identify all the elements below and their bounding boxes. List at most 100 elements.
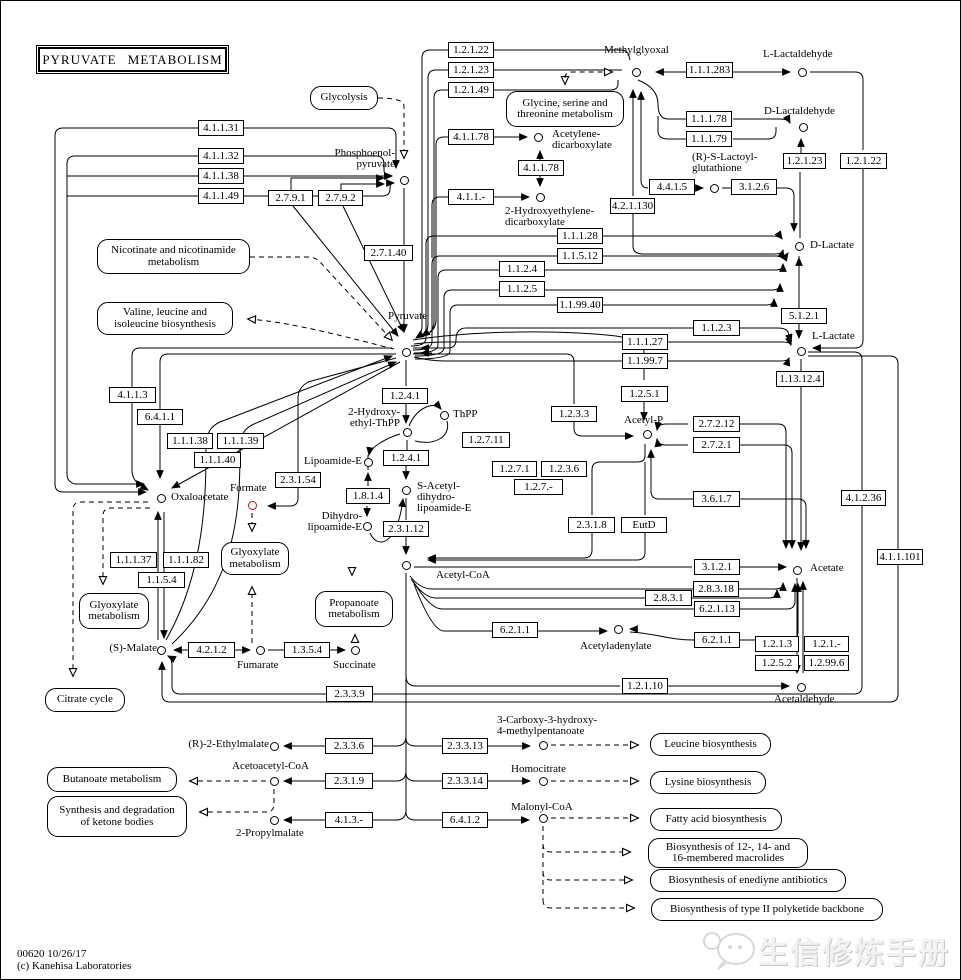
enzyme-box-1.1.1.28[interactable]: 1.1.1.28 <box>557 228 603 244</box>
enzyme-box-1.2.7.1[interactable]: 1.2.7.1 <box>492 461 537 477</box>
compound-node-acetyl-coa[interactable] <box>401 560 411 570</box>
compound-node-s-acetyldihydrolipoamide-e[interactable] <box>401 485 411 495</box>
enzyme-box-2.3.1.8[interactable]: 2.3.1.8 <box>568 517 615 533</box>
compound-node-acetylene-dicarboxylate[interactable] <box>533 132 543 142</box>
enzyme-box-3.1.2.6[interactable]: 3.1.2.6 <box>731 179 777 195</box>
compound-node-phosphoenolpyruvate[interactable] <box>399 175 409 185</box>
enzyme-box-4.1.3.-[interactable]: 4.1.3.- <box>325 812 373 828</box>
enzyme-box-3.6.1.7[interactable]: 3.6.1.7 <box>693 491 740 507</box>
compound-node-r-s-lactoylglutathione[interactable] <box>709 183 719 193</box>
compound-node-pyruvate[interactable] <box>401 347 411 357</box>
compound-node-2-propylmalate[interactable] <box>269 815 279 825</box>
enzyme-box-4.1.1.32[interactable]: 4.1.1.32 <box>198 148 244 164</box>
enzyme-box-4.2.1.130[interactable]: 4.2.1.130 <box>610 198 655 214</box>
enzyme-box-2.8.3.18[interactable]: 2.8.3.18 <box>693 581 739 597</box>
pathway-link-biosynthesis-of-12-14-and[interactable]: Biosynthesis of 12-, 14- and 16-membered… <box>648 838 808 868</box>
enzyme-box-1.2.4.1[interactable]: 1.2.4.1 <box>382 388 428 404</box>
pathway-link-glycolysis[interactable]: Glycolysis <box>310 86 378 110</box>
enzyme-box-2.3.3.13[interactable]: 2.3.3.13 <box>442 738 488 754</box>
compound-node-acetyladenylate[interactable] <box>613 624 623 634</box>
enzyme-box-1.1.1.27[interactable]: 1.1.1.27 <box>622 334 668 350</box>
enzyme-box-4.1.1.3[interactable]: 4.1.1.3 <box>109 387 156 403</box>
enzyme-box-1.1.5.4[interactable]: 1.1.5.4 <box>138 572 185 588</box>
compound-node-l-lactate[interactable] <box>796 346 806 356</box>
enzyme-box-1.2.1.23[interactable]: 1.2.1.23 <box>783 153 826 169</box>
enzyme-box-6.2.1.1[interactable]: 6.2.1.1 <box>492 622 538 638</box>
compound-node-r-2-ethylmalate[interactable] <box>269 741 279 751</box>
compound-node-acetyl-p[interactable] <box>642 429 652 439</box>
pathway-link-biosynthesis-of-enediyne-antibiotics[interactable]: Biosynthesis of enediyne antibiotics <box>650 869 846 892</box>
enzyme-box-1.1.99.40[interactable]: 1.1.99.40 <box>557 297 603 313</box>
enzyme-box-1.1.1.82[interactable]: 1.1.1.82 <box>163 552 209 568</box>
enzyme-box-4.1.1.78[interactable]: 4.1.1.78 <box>448 129 494 145</box>
enzyme-box-2.3.1.12[interactable]: 2.3.1.12 <box>383 521 429 537</box>
enzyme-box-2.7.1.40[interactable]: 2.7.1.40 <box>364 245 413 261</box>
pathway-link-synthesis-and-degradation[interactable]: Synthesis and degradation of ketone bodi… <box>47 796 187 837</box>
enzyme-box-3.1.2.1[interactable]: 3.1.2.1 <box>694 559 740 575</box>
compound-node-d-lactate[interactable] <box>794 241 804 251</box>
compound-node-2-hydroxyethyl-thpp[interactable] <box>402 427 412 437</box>
enzyme-box-2.3.3.14[interactable]: 2.3.3.14 <box>442 773 488 789</box>
enzyme-box-1.2.3.3[interactable]: 1.2.3.3 <box>551 406 597 422</box>
pathway-link-butanoate-metabolism[interactable]: Butanoate metabolism <box>47 767 177 792</box>
compound-node-methylglyoxal[interactable] <box>631 67 641 77</box>
pathway-link-leucine-biosynthesis[interactable]: Leucine biosynthesis <box>650 733 771 756</box>
compound-node-s-malate[interactable] <box>156 645 166 655</box>
pathway-link-valine-leucine-and[interactable]: Valine, leucine and isoleucine biosynthe… <box>97 302 233 335</box>
enzyme-box-4.4.1.5[interactable]: 4.4.1.5 <box>649 179 695 195</box>
enzyme-box-1.1.1.283[interactable]: 1.1.1.283 <box>686 62 733 78</box>
pathway-link-lysine-biosynthesis[interactable]: Lysine biosynthesis <box>650 771 766 794</box>
enzyme-box-1.1.1.40[interactable]: 1.1.1.40 <box>194 452 241 468</box>
enzyme-box-1.3.5.4[interactable]: 1.3.5.4 <box>284 642 330 658</box>
enzyme-box-EutD[interactable]: EutD <box>621 517 667 533</box>
enzyme-box-1.2.1.23[interactable]: 1.2.1.23 <box>448 62 494 78</box>
pathway-link-nicotinate-and-nicotinamide[interactable]: Nicotinate and nicotinamide metabolism <box>97 239 250 274</box>
pathway-link-glyoxylate[interactable]: Glyoxylate metabolism <box>79 593 149 629</box>
pathway-link-fatty-acid-biosynthesis[interactable]: Fatty acid biosynthesis <box>650 808 782 831</box>
pathway-link-glyoxylate[interactable]: Glyoxylate metabolism <box>221 542 289 575</box>
enzyme-box-1.1.1.78[interactable]: 1.1.1.78 <box>686 111 732 127</box>
enzyme-box-1.2.1.10[interactable]: 1.2.1.10 <box>622 678 668 694</box>
enzyme-box-4.1.2.36[interactable]: 4.1.2.36 <box>841 490 886 506</box>
compound-node-homocitrate[interactable] <box>538 776 548 786</box>
enzyme-box-1.1.1.38[interactable]: 1.1.1.38 <box>167 433 213 449</box>
enzyme-box-2.7.2.1[interactable]: 2.7.2.1 <box>693 437 740 453</box>
enzyme-box-1.2.1.49[interactable]: 1.2.1.49 <box>448 82 494 98</box>
enzyme-box-1.2.7.11[interactable]: 1.2.7.11 <box>462 432 510 448</box>
enzyme-box-1.1.1.79[interactable]: 1.1.1.79 <box>686 131 732 147</box>
pathway-link-propanoate[interactable]: Propanoate metabolism <box>315 591 393 627</box>
enzyme-box-1.2.99.6[interactable]: 1.2.99.6 <box>804 655 849 671</box>
compound-node-succinate[interactable] <box>350 645 360 655</box>
enzyme-box-1.1.2.5[interactable]: 1.1.2.5 <box>499 281 545 297</box>
enzyme-box-5.1.2.1[interactable]: 5.1.2.1 <box>781 308 827 324</box>
enzyme-box-2.8.3.1[interactable]: 2.8.3.1 <box>645 590 692 606</box>
compound-node-3-carboxy-3-hydroxy-4-methylpentanoate[interactable] <box>538 740 548 750</box>
enzyme-box-6.4.1.1[interactable]: 6.4.1.1 <box>137 409 183 425</box>
enzyme-box-1.2.1.3[interactable]: 1.2.1.3 <box>755 636 799 652</box>
enzyme-box-4.2.1.2[interactable]: 4.2.1.2 <box>188 642 235 658</box>
enzyme-box-1.1.1.39[interactable]: 1.1.1.39 <box>217 433 264 449</box>
enzyme-box-1.8.1.4[interactable]: 1.8.1.4 <box>346 488 390 504</box>
enzyme-box-1.1.2.3[interactable]: 1.1.2.3 <box>693 320 740 336</box>
enzyme-box-2.3.3.9[interactable]: 2.3.3.9 <box>326 686 373 702</box>
enzyme-box-1.2.4.1[interactable]: 1.2.4.1 <box>383 450 429 466</box>
enzyme-box-2.7.9.2[interactable]: 2.7.9.2 <box>318 190 363 206</box>
enzyme-box-1.2.5.2[interactable]: 1.2.5.2 <box>755 655 799 671</box>
compound-node-thpp[interactable] <box>439 410 449 420</box>
enzyme-box-4.1.1.31[interactable]: 4.1.1.31 <box>198 120 244 136</box>
enzyme-box-1.2.5.1[interactable]: 1.2.5.1 <box>621 386 668 402</box>
enzyme-box-1.1.99.7[interactable]: 1.1.99.7 <box>622 353 668 369</box>
compound-node-malonyl-coa[interactable] <box>538 813 548 823</box>
enzyme-box-2.3.3.6[interactable]: 2.3.3.6 <box>325 738 373 754</box>
pathway-link-glycine-serine-and[interactable]: Glycine, serine and threonine metabolism <box>506 91 624 127</box>
enzyme-box-4.1.1.49[interactable]: 4.1.1.49 <box>198 188 244 204</box>
enzyme-box-1.1.5.12[interactable]: 1.1.5.12 <box>557 248 603 264</box>
enzyme-box-1.2.1.-[interactable]: 1.2.1.- <box>804 636 849 652</box>
pathway-link-biosynthesis-of-type-ii-polyketide-backbone[interactable]: Biosynthesis of type II polyketide backb… <box>651 898 883 921</box>
enzyme-box-1.2.7.-[interactable]: 1.2.7.- <box>514 479 563 495</box>
compound-node-l-lactaldehyde[interactable] <box>797 67 807 77</box>
compound-node-lipoamide-e[interactable] <box>363 457 373 467</box>
enzyme-box-6.2.1.13[interactable]: 6.2.1.13 <box>694 601 740 617</box>
enzyme-box-4.1.1.38[interactable]: 4.1.1.38 <box>198 168 244 184</box>
enzyme-box-1.1.1.37[interactable]: 1.1.1.37 <box>110 552 157 568</box>
